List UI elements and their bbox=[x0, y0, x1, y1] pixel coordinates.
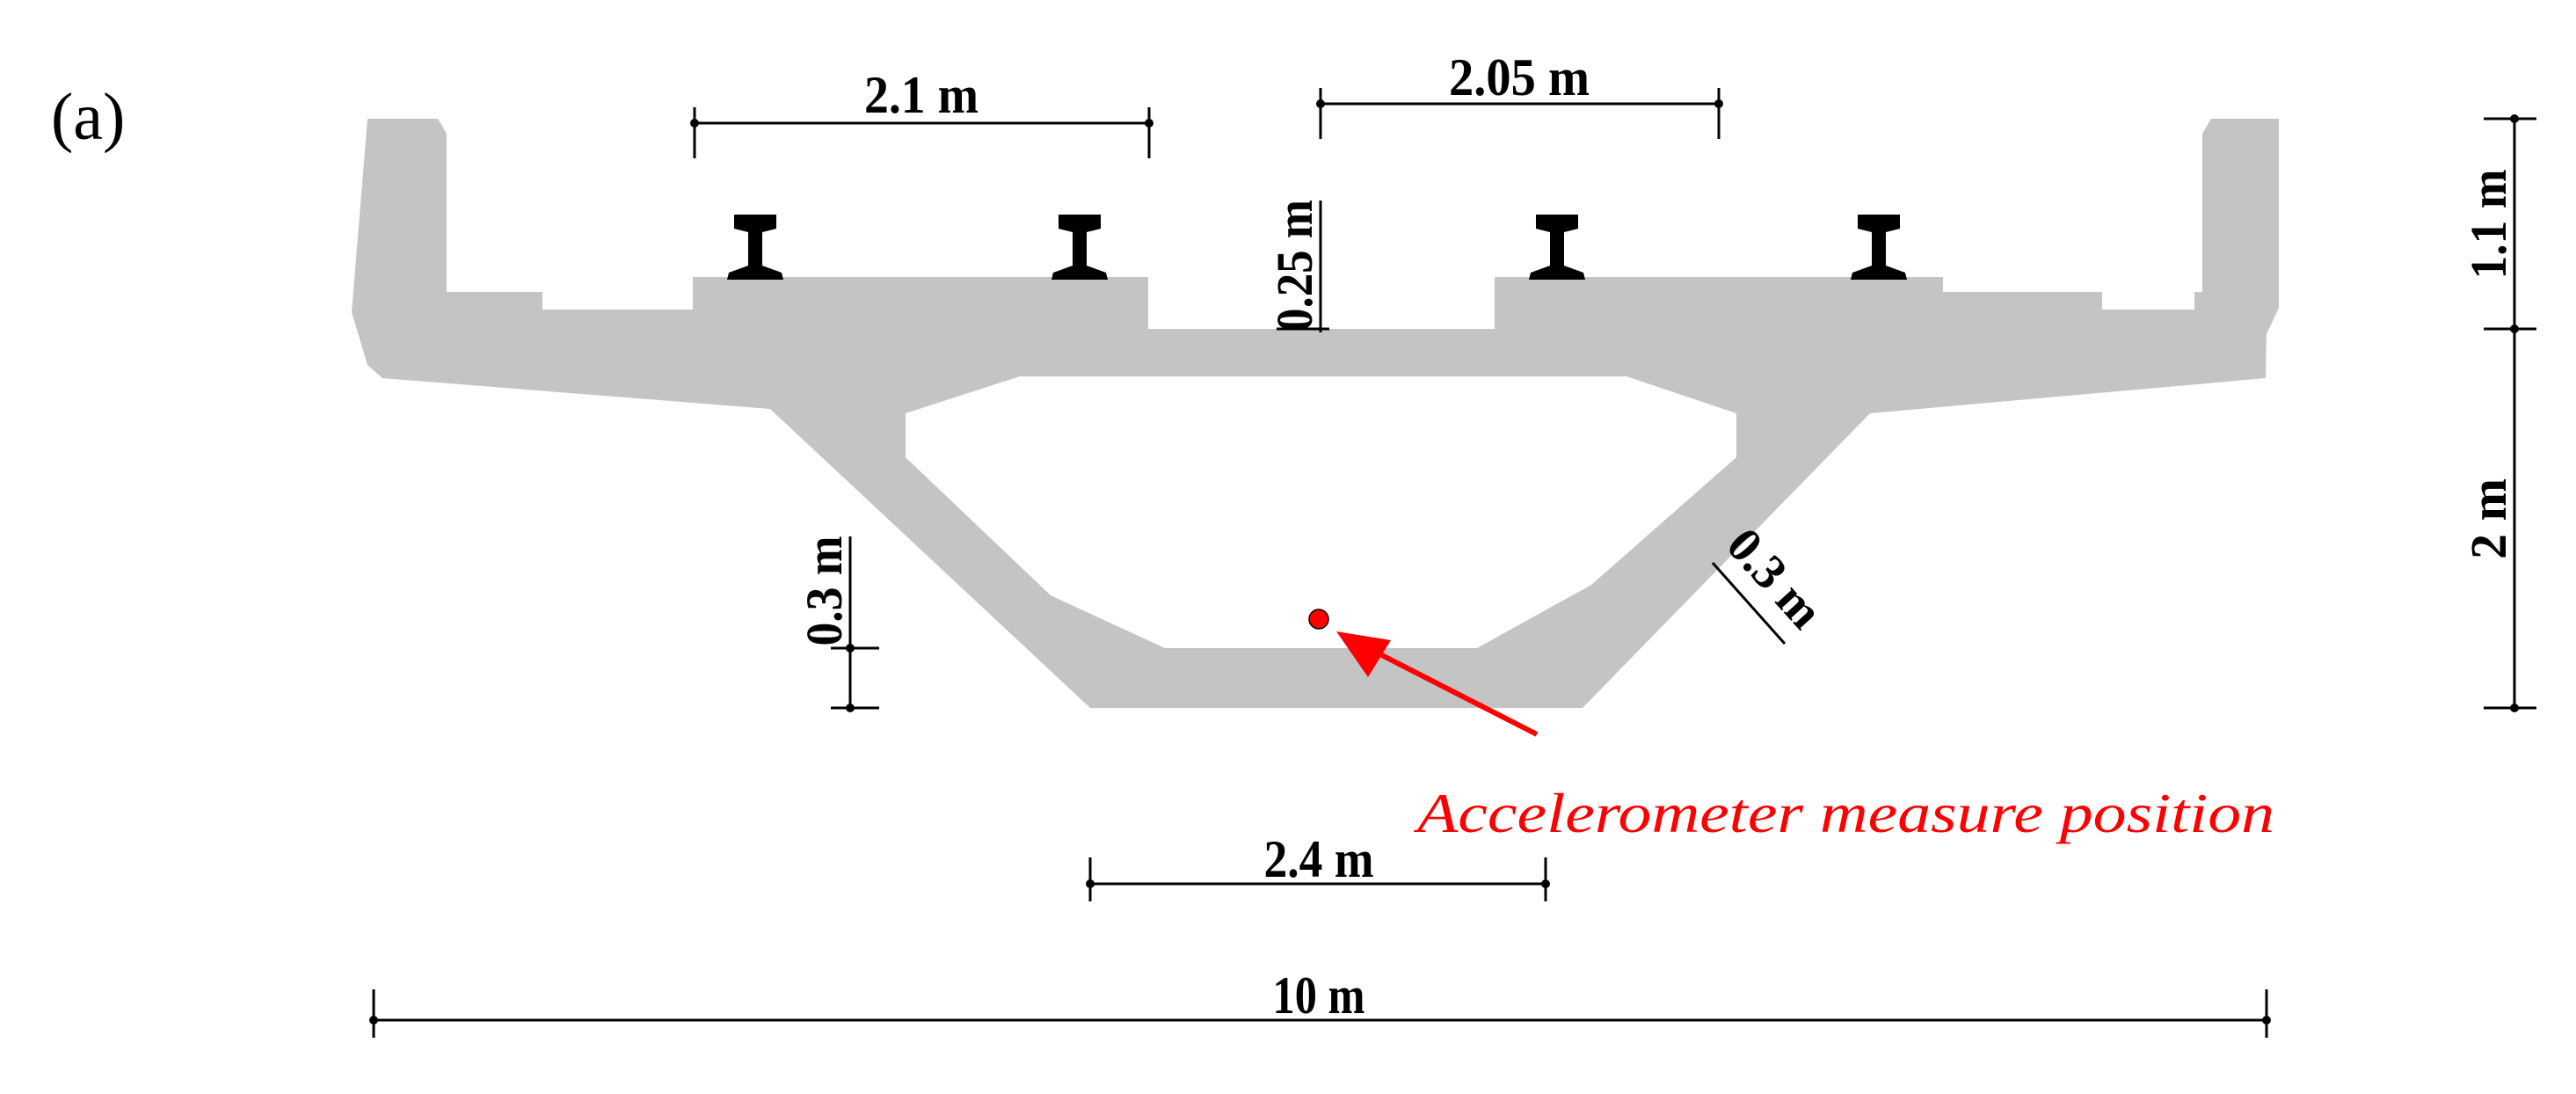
rail-icon bbox=[1851, 215, 1907, 280]
accelerometer-annotation: Accelerometer measure position bbox=[1308, 609, 2274, 844]
accelerometer-marker bbox=[1308, 609, 1329, 630]
dimension-total-width: 10 m bbox=[369, 966, 2271, 1038]
dimension-label: 0.25 m bbox=[1266, 200, 1323, 332]
rail-icon bbox=[727, 215, 783, 280]
accelerometer-label: Accelerometer measure position bbox=[1413, 782, 2274, 844]
dimension-deck-thickness: 0.25 m bbox=[1266, 200, 1329, 332]
dimension-label: 1.1 m bbox=[2460, 170, 2517, 280]
dimension-label: 2.1 m bbox=[864, 66, 979, 124]
rail-icon bbox=[1052, 215, 1108, 280]
dimension-label: 2.05 m bbox=[1449, 48, 1590, 106]
dimension-vertical-right: 1.1 m 2 m bbox=[2460, 114, 2536, 712]
dimension-rail-gauge: 2.1 m bbox=[690, 66, 1153, 158]
dimension-bottom-slab-thickness: 0.3 m bbox=[796, 536, 879, 712]
arrow-head-icon bbox=[1336, 631, 1391, 677]
dimension-label: 2.4 m bbox=[1264, 830, 1374, 888]
dimension-label: 10 m bbox=[1273, 966, 1365, 1025]
panel-label: (a) bbox=[51, 80, 125, 154]
dimension-bottom-width: 2.4 m bbox=[1086, 830, 1550, 901]
dimension-label: 0.3 m bbox=[796, 536, 853, 646]
dimension-track-spacing: 2.05 m bbox=[1316, 48, 1723, 139]
rails bbox=[727, 215, 1907, 280]
rail-icon bbox=[1529, 215, 1585, 280]
dimension-label: 2 m bbox=[2460, 478, 2517, 559]
